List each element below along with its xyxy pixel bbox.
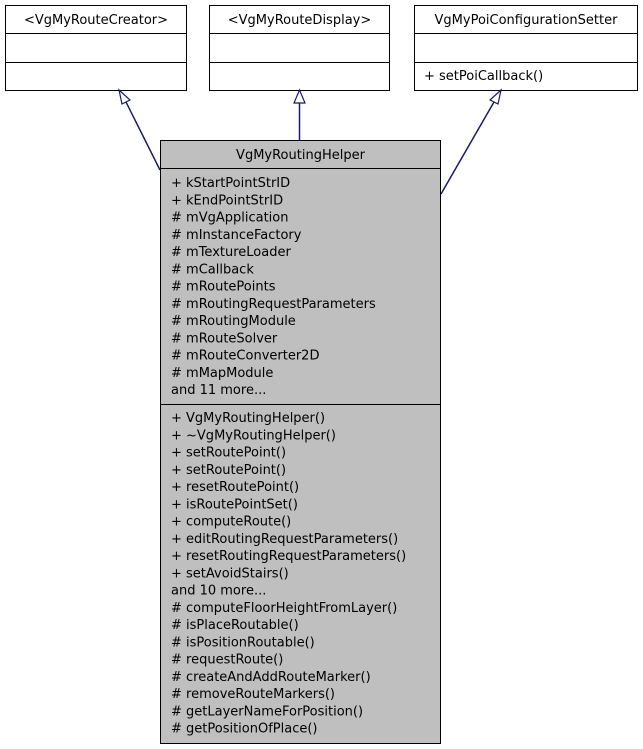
attribute: # mTextureLoader [171, 245, 291, 260]
attribute: # mMapModule [171, 366, 273, 381]
attribute: # mCallback [171, 262, 254, 277]
attribute: + kStartPointStrID [171, 176, 290, 191]
main-class-routing-helper[interactable]: VgMyRoutingHelper + kStartPointStrID + kE… [160, 140, 441, 744]
operation: # createAndAddRouteMarker() [171, 670, 371, 685]
attribute: # mRoutePoints [171, 280, 276, 295]
class-name: VgMyRoutingHelper [236, 148, 366, 163]
operation: # computeFloorHeightFromLayer() [171, 601, 397, 616]
class-name: VgMyPoiConfigurationSetter [435, 13, 619, 28]
operation: + setPoiCallback() [424, 69, 543, 84]
parent-class-route-display[interactable]: <VgMyRouteDisplay> [209, 5, 390, 91]
operation: + isRoutePointSet() [171, 497, 298, 512]
operation: + resetRoutePoint() [171, 480, 299, 495]
attribute: # mRoutingModule [171, 314, 296, 329]
operation-list: + VgMyRoutingHelper() + ~VgMyRoutingHelpe… [171, 411, 406, 737]
attribute: # mRouteConverter2D [171, 349, 319, 364]
class-name: <VgMyRouteCreator> [24, 13, 168, 28]
operation: # isPlaceRoutable() [171, 618, 299, 633]
parent-class-poi-configuration-setter[interactable]: VgMyPoiConfigurationSetter + setPoiCallb… [414, 5, 638, 91]
operation: and 10 more... [171, 584, 266, 599]
operation: # requestRoute() [171, 653, 283, 668]
attribute: and 11 more... [171, 383, 266, 398]
attribute: # mInstanceFactory [171, 228, 302, 243]
inheritance-arrowhead-icon [488, 88, 502, 105]
inheritance-arrowhead-icon [293, 88, 306, 104]
class-box [5, 5, 187, 91]
operation: # removeRouteMarkers() [171, 687, 335, 702]
operation: + setRoutePoint() [171, 446, 286, 461]
operation: # getPositionOfPlace() [171, 722, 318, 737]
operation: + resetRoutingRequestParameters() [171, 549, 406, 564]
attribute: # mRouteSolver [171, 331, 278, 346]
operation: + setAvoidStairs() [171, 566, 289, 581]
attribute: # mRoutingRequestParameters [171, 297, 376, 312]
attribute: + kEndPointStrID [171, 193, 283, 208]
operation: # getLayerNameForPosition() [171, 704, 363, 719]
operation: + setRoutePoint() [171, 463, 286, 478]
attribute: # mVgApplication [171, 211, 288, 226]
attribute-list: + kStartPointStrID + kEndPointStrID # mVgA… [171, 176, 376, 398]
operation: + ~VgMyRoutingHelper() [171, 428, 336, 443]
class-name: <VgMyRouteDisplay> [228, 13, 372, 28]
parent-class-route-creator[interactable]: <VgMyRouteCreator> [5, 5, 187, 91]
operation: + computeRoute() [171, 515, 291, 530]
class-box [160, 140, 441, 744]
operation: + VgMyRoutingHelper() [171, 411, 325, 426]
operation: + editRoutingRequestParameters() [171, 532, 398, 547]
inheritance-edge [440, 101, 495, 195]
inheritance-arrowhead-icon [118, 88, 132, 105]
class-box [209, 5, 390, 91]
inheritance-edges [118, 88, 502, 195]
operation: # isPositionRoutable() [171, 635, 315, 650]
class-box [414, 5, 638, 91]
inheritance-edge [125, 101, 161, 171]
